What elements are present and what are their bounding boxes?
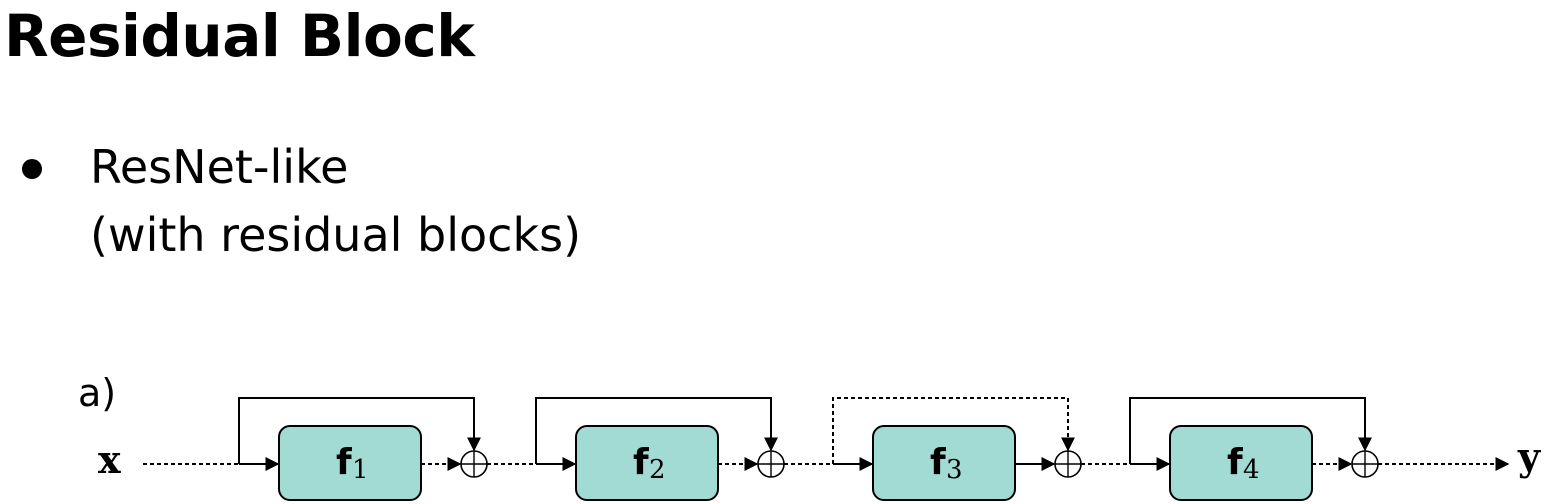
block-subscript-2: 2 (649, 455, 666, 485)
block-subscript-3: 3 (946, 455, 963, 485)
bullet-point-icon (22, 159, 42, 179)
skip-connection-3 (832, 397, 1075, 464)
block-label-f3: f (930, 442, 946, 483)
bullet-text-line-1: ResNet-like (90, 140, 349, 194)
skip-connection-1 (238, 397, 481, 464)
block-label-f2: f (633, 442, 649, 483)
block-label-f4: f (1227, 442, 1243, 483)
bullet-text-line-2: (with residual blocks) (90, 208, 582, 262)
input-label: x (98, 437, 121, 482)
page-title: Residual Block (4, 2, 475, 70)
block-subscript-1: 1 (352, 455, 369, 485)
block-subscript-4: 4 (1243, 455, 1260, 485)
output-label: y (1517, 434, 1541, 479)
panel-label: a) (78, 371, 116, 415)
block-label-f1: f (336, 442, 352, 483)
skip-connection-4 (1129, 397, 1372, 464)
skip-connection-2 (535, 397, 778, 464)
